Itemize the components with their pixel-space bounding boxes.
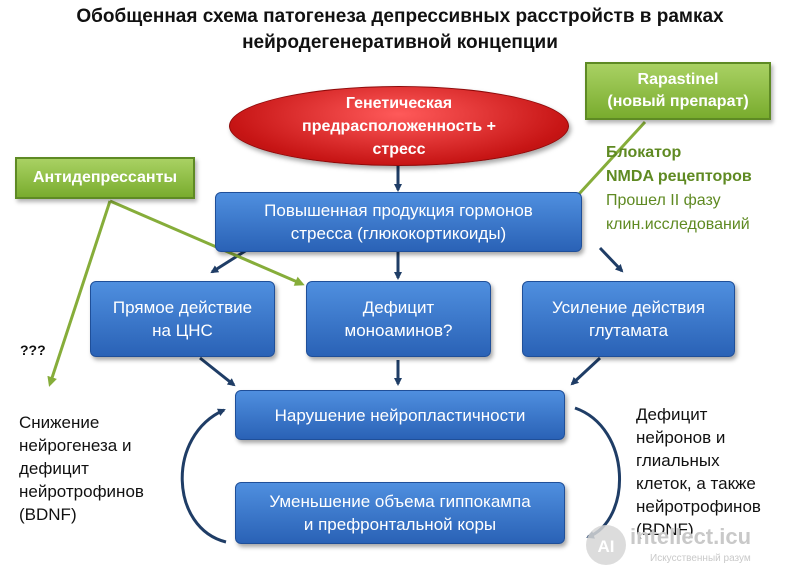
genetic-line-2: предрасположенность + [302,117,496,135]
genetic-stress-ellipse: Генетическая предрасположенность + стрес… [229,86,569,166]
antidepressants-box: Антидепрессанты [15,157,195,199]
arrow-antidep-to-neurogenesis [47,200,112,387]
arrow-cycle-right [574,406,622,539]
rapastinel-note-line-1: Блокатор [606,144,682,161]
arrow-glut-to-neuro [570,356,602,386]
left-note-line: нейротрофинов [19,482,144,501]
left-note-line: дефицит [19,459,89,478]
right-note: Дефицит нейронов и глиальных клеток, а т… [636,403,761,541]
antidepressants-label: Антидепрессанты [32,169,178,186]
watermark-tagline: Искусственный разум [650,553,751,564]
title-line-2: нейродегенеративной концепции [242,32,558,53]
question-marks: ??? [20,342,46,358]
left-note-line: нейрогенеза и [19,436,132,455]
right-note-line: нейротрофинов [636,497,761,516]
watermark-site: intellect.icu [630,524,752,549]
right-note-line: глиальных [636,451,720,470]
rapastinel-note-line-2: NMDA рецепторов [606,168,752,185]
rapastinel-note-line-4: клин.исследований [606,216,750,233]
stress-hormones-box: Повышенная продукция гормонов стресса (г… [215,192,582,252]
right-note-line: нейронов и [636,428,726,447]
arrow-cns-to-neuro [199,356,236,387]
glut-line-1: Усиление действия [552,298,705,317]
mono-line-2: моноаминов? [344,321,453,340]
right-note-line: Дефицит [636,405,708,424]
right-note-line: (BDNF) [636,520,694,539]
genetic-line-1: Генетическая [345,94,453,112]
mono-line-1: Дефицит [362,298,435,317]
neuroplasticity-label: Нарушение нейропластичности [274,405,526,425]
rapastinel-note-line-3: Прошел II фазу [606,192,721,209]
right-note-line: клеток, а также [636,474,756,493]
glutamate-box: Усиление действия глутамата [522,281,735,357]
hippocampus-box: Уменьшение объема гиппокампа и префронта… [235,482,565,544]
glut-line-2: глутамата [588,321,669,340]
hormones-line-1: Повышенная продукция гормонов [264,201,533,220]
rapastinel-line-2: (новый препарат) [607,93,749,110]
arrow-cycle-left [180,408,227,544]
left-note: Снижение нейрогенеза и дефицит нейротроф… [19,411,144,526]
genetic-line-3: стресс [372,140,426,158]
rapastinel-line-1: Rapastinel [637,71,719,88]
page-title: Обобщенная схема патогенеза депрессивных… [0,4,800,56]
title-line-1: Обобщенная схема патогенеза депрессивных… [76,6,724,27]
cns-line-1: Прямое действие [112,298,253,317]
monoamine-deficit-box: Дефицит моноаминов? [306,281,491,357]
arrow-hormones-to-glut [598,246,624,273]
rapastinel-note: Блокатор NMDA рецепторов Прошел II фазу … [606,141,752,237]
arrow-antidep-to-mono [109,199,305,286]
cns-line-2: на ЦНС [152,321,213,340]
cns-direct-box: Прямое действие на ЦНС [90,281,275,357]
neuroplasticity-box: Нарушение нейропластичности [235,390,565,440]
left-note-line: (BDNF) [19,505,77,524]
arrow-hormones-to-cns [210,246,251,274]
hippo-line-2: и префронтальной коры [303,515,497,534]
hippo-line-1: Уменьшение объема гиппокампа [269,492,531,511]
rapastinel-box: Rapastinel (новый препарат) [585,62,771,120]
left-note-line: Снижение [19,413,100,432]
arrow-rapastinel-to-glut [566,120,647,208]
hormones-line-2: стресса (глюкокортикоиды) [290,224,507,243]
